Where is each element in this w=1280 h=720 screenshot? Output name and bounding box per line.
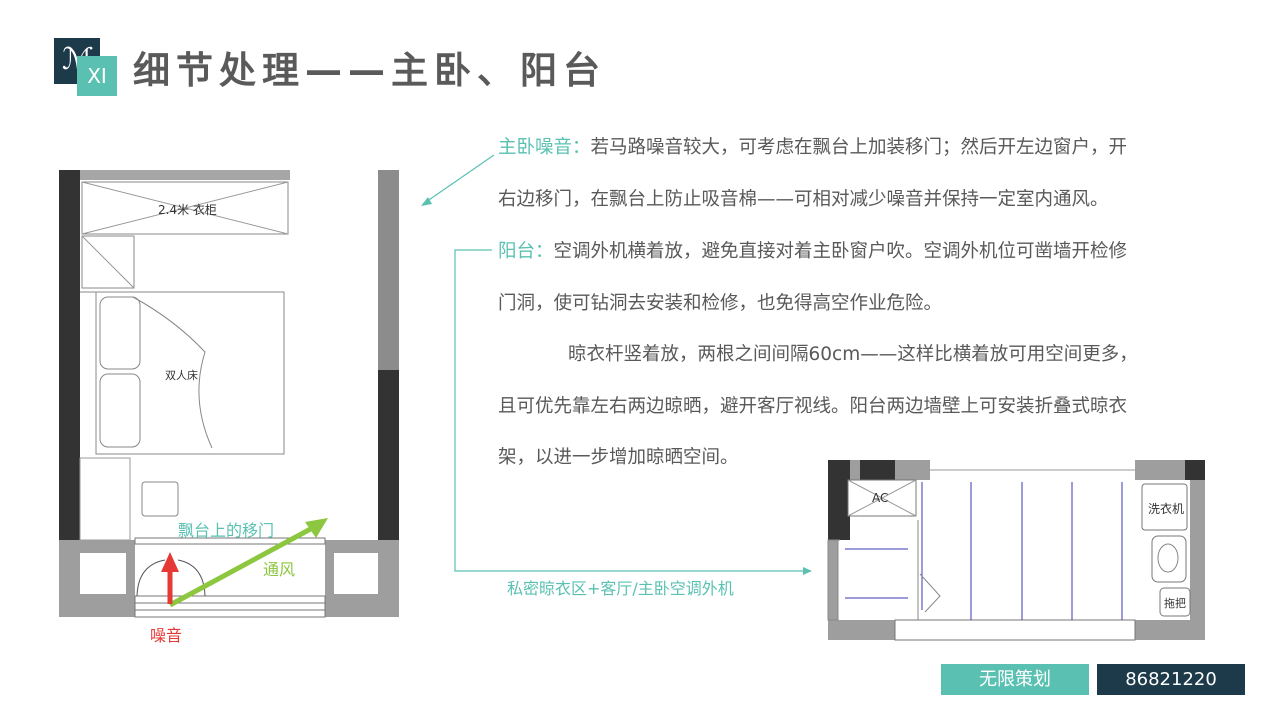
sill-3 [134,609,326,618]
sliding-door-track [134,537,326,545]
pillow-2 [99,373,141,448]
door-swing-left [136,559,166,597]
ac-label: AC [872,491,889,505]
top-wall [80,170,290,180]
logo-teal-block: XI [77,56,117,96]
p3-line2: 且可优先靠左右两边晾晒，避开客厅视线。阳台两边墙壁上可安装折叠式晾衣 [498,396,1128,417]
ventilation-arrow [168,522,320,608]
pillow-1 [99,296,141,370]
sill-1 [134,595,326,604]
phone-badge: 86821220 [1097,664,1245,695]
pointer-line [422,154,495,205]
ventilation-label: 通风 [263,560,296,579]
p3-line1: 晾衣杆竖着放，两根之间间隔60cm——这样比横着放可用空间更多， [568,344,1138,365]
p2-line2: 门洞，使可钻洞去安装和检修，也免得高空作业危险。 [498,293,943,314]
p1-line1: 主卧噪音：若马路噪音较大，可考虑在飘台上加装移门；然后开左边窗户，开 [498,137,1128,158]
door-swing-right [177,559,206,597]
balcony-plan [827,460,1205,641]
p3-line3: 架，以进一步增加晾晒空间。 [498,447,739,468]
sliding-door-label: 飘台上的移门 [178,521,275,540]
p2-line1: 阳台：空调外机横着放，避免直接对着主卧窗户吹。空调外机位可凿墙开检修 [498,241,1128,262]
balcony-wall-left [828,460,850,540]
desk [79,457,131,541]
washer-label: 洗衣机 [1148,502,1185,516]
p1-label: 主卧噪音： [498,137,591,158]
bedroom-left-wall [59,170,80,553]
mop-pool [1159,587,1191,617]
balcony-caption: 私密晾衣区+客厅/主卧空调外机 [507,579,734,598]
blanket-fold [132,296,213,449]
p2-label: 阳台： [498,241,554,262]
chair [141,481,179,517]
page-title: 细节处理——主卧、阳台 [133,49,606,92]
balcony-connector [454,249,810,572]
mop-label: 拖把 [1164,597,1186,610]
bedroom-plan [59,170,399,618]
noise-label: 噪音 [150,626,183,645]
washing-machine [1141,483,1188,531]
brand-badge: 无限策划 [941,664,1089,695]
bedroom-right-wall-upper [378,170,399,370]
wardrobe-label: 2.4米 衣柜 [158,203,217,217]
p1-line2: 右边移门，在飘台上防止吸音棉——可相对减少噪音并保持一定室内通风。 [498,189,1109,210]
bed-label: 双人床 [165,369,198,382]
sill-2 [134,602,326,611]
